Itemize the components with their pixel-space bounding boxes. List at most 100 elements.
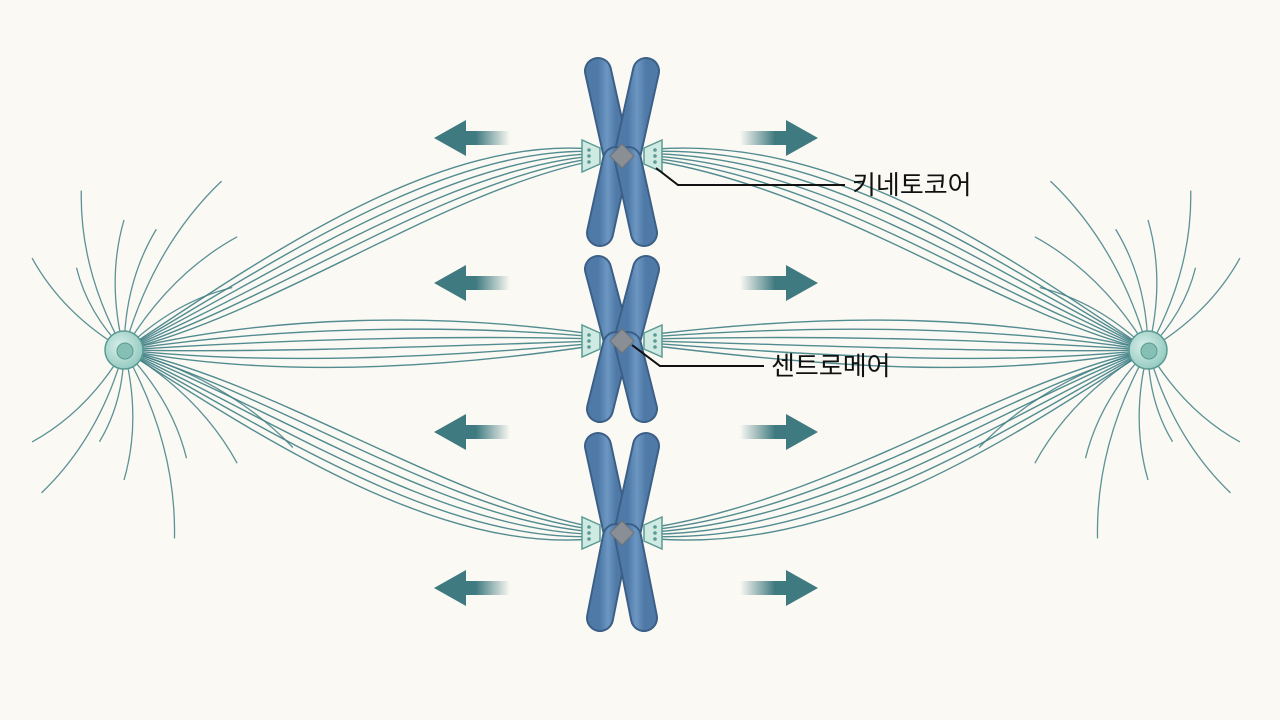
chromatid-arm-fill <box>616 59 658 164</box>
spindle-fiber <box>655 150 1149 351</box>
astral-ray <box>123 349 238 464</box>
astral-ray <box>1147 349 1231 494</box>
spindle-fiber <box>123 155 593 351</box>
kinetochore-dot <box>653 531 657 535</box>
astral-ray <box>41 349 125 494</box>
chromatid-arm-fill <box>586 434 628 541</box>
spindle-fiber <box>123 349 593 535</box>
spindle-fiber <box>655 155 1149 351</box>
centromere <box>609 520 635 546</box>
kinetochore <box>581 138 601 174</box>
spindle-fiber <box>123 349 593 538</box>
kinetochore-dot <box>587 531 591 535</box>
spindle-fiber <box>123 349 593 531</box>
astral-ray <box>123 349 294 448</box>
spindle-fiber <box>123 342 593 360</box>
spindle-fiber <box>123 319 593 351</box>
spindle-fiber <box>123 153 593 351</box>
astral-ray <box>1147 190 1192 351</box>
spindle-fiber <box>123 328 593 351</box>
spindle-fiber <box>123 336 593 351</box>
chromatid-arm-fill <box>616 333 656 421</box>
kinetochore-dot <box>587 160 591 164</box>
spindle-fiber <box>655 349 1149 533</box>
spindle-fiber <box>123 345 593 369</box>
centriole-icon <box>1140 342 1158 360</box>
right-arrow-icon <box>740 570 818 606</box>
chromatid-arm-fill <box>586 59 628 164</box>
spindle-fiber <box>655 349 1149 531</box>
kinetochore-dot <box>587 525 591 529</box>
right-arrow-icon <box>740 120 818 156</box>
chromatid-arm-fill <box>588 525 628 630</box>
chromatid-arm-fill <box>616 525 656 630</box>
spindle-fiber <box>123 349 593 533</box>
chromatid-arm-fill <box>616 148 656 245</box>
chromatid-arm-fill <box>616 257 658 349</box>
kinetochore-dot <box>653 537 657 541</box>
chromosomes <box>581 57 663 632</box>
movement-arrows <box>434 120 818 606</box>
kinetochore-dot <box>653 154 657 158</box>
astral-ray <box>123 180 222 351</box>
spindle-fiber <box>655 349 1149 541</box>
kinetochore <box>643 138 663 174</box>
kinetochore-label: 키네토코어 <box>852 171 972 201</box>
astral-ray <box>80 190 125 351</box>
spindle-fiber <box>655 157 1149 351</box>
chromosome <box>581 255 663 423</box>
spindle-fiber <box>123 349 593 541</box>
chromatid-arm-fill <box>616 434 658 541</box>
spindle-fiber <box>655 340 1149 352</box>
spindle-fiber <box>655 349 1149 535</box>
kinetochore-dot <box>587 339 591 343</box>
left-arrow-icon <box>434 570 510 606</box>
kinetochore-dot <box>587 345 591 349</box>
kinetochore-dot <box>653 345 657 349</box>
kinetochore-dot <box>653 333 657 337</box>
spindle-fibers <box>31 147 1241 541</box>
spindle-fiber <box>655 342 1149 360</box>
astral-ray <box>1050 180 1149 351</box>
centromere-leader-line <box>631 344 764 367</box>
kinetochore-dot <box>587 148 591 152</box>
astral-ray <box>978 349 1149 448</box>
kinetochore-leader-line <box>655 167 845 186</box>
astral-ray <box>1096 349 1149 539</box>
kinetochore-dot <box>587 154 591 158</box>
centromere <box>609 143 635 169</box>
spindle-fiber <box>123 150 593 351</box>
spindle-fiber <box>655 147 1149 351</box>
spindle-fiber <box>655 349 1149 538</box>
kinetochore-callout: 키네토코어 <box>655 167 972 201</box>
kinetochore <box>581 515 601 551</box>
spindle-fiber <box>123 160 593 351</box>
chromatid-arm-fill <box>588 148 628 245</box>
kinetochore-dot <box>653 339 657 343</box>
spindle-fiber <box>655 153 1149 351</box>
spindle-fiber <box>655 345 1149 369</box>
kinetochore <box>643 323 663 359</box>
astral-ray <box>123 236 238 351</box>
spindle-poles <box>104 330 1168 370</box>
left-arrow-icon <box>434 265 510 301</box>
kinetochore-dot <box>587 537 591 541</box>
astral-ray <box>123 349 176 539</box>
spindle-fiber <box>123 349 593 528</box>
spindle-fiber <box>655 349 1149 528</box>
spindle-fiber <box>655 328 1149 351</box>
spindle-fiber <box>123 340 593 352</box>
centromere-label: 센트로메어 <box>771 352 891 382</box>
spindle-fiber <box>655 336 1149 351</box>
left-arrow-icon <box>434 120 510 156</box>
chromosome <box>581 432 663 632</box>
chromatid-arm-fill <box>588 333 628 421</box>
spindle-fiber <box>123 147 593 351</box>
chromosome <box>581 57 663 247</box>
right-pole <box>1128 330 1168 370</box>
spindle-fiber <box>123 157 593 351</box>
centromere-callout: 센트로메어 <box>631 344 891 382</box>
spindle-fiber <box>655 160 1149 351</box>
centriole-icon <box>116 342 134 360</box>
